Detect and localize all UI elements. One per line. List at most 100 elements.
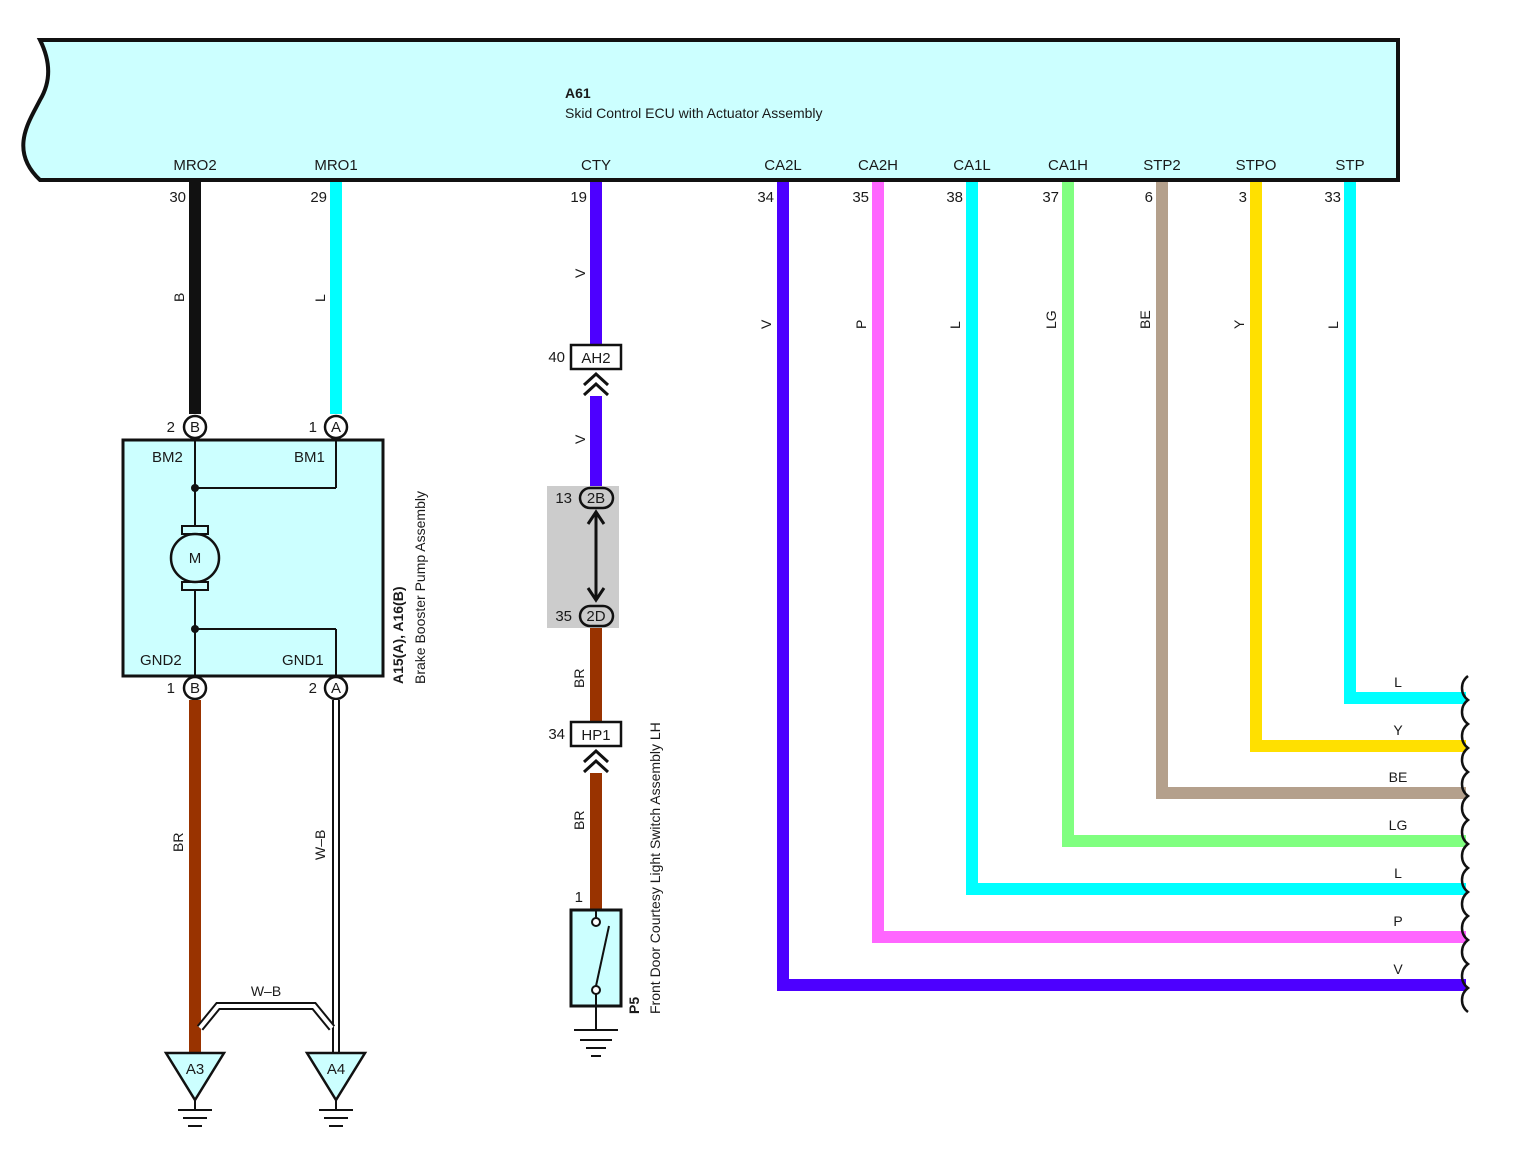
- bus-wire-label-ca1l: L: [947, 321, 963, 329]
- break-line-icon: [1460, 675, 1471, 1013]
- bus-end-label-6: V: [1393, 961, 1403, 977]
- ecu-pin-29: 29: [310, 189, 327, 206]
- ecu-signal-ca2l: CA2L: [764, 157, 802, 174]
- ground-a3-label: A3: [186, 1061, 204, 1078]
- connector-ah2-pin: 40: [548, 349, 565, 366]
- bus-end-label-4: L: [1394, 865, 1402, 881]
- motor-icon: [169, 532, 221, 584]
- ecu-pin-6: 6: [1145, 189, 1153, 206]
- ecu-signal-ca1h: CA1H: [1048, 157, 1088, 174]
- pump-code: A15(A), A16(B): [390, 587, 406, 685]
- wire-label-gnd2: BR: [170, 833, 186, 852]
- ecu-pin-30: 30: [169, 189, 186, 206]
- pump-pin-b-bottom-num: 1: [167, 680, 175, 697]
- ground-a3-icon: [163, 1051, 227, 1127]
- wire-label-mro1: L: [312, 294, 328, 302]
- wire-label-gnd1: W–B: [312, 830, 328, 860]
- pump-pin-a-top-letter: A: [331, 419, 341, 436]
- ecu-block: [21, 38, 1400, 182]
- switch-pin: 1: [575, 889, 583, 906]
- bus-end-label-0: L: [1394, 674, 1402, 690]
- ecu-signal-cty: CTY: [581, 157, 611, 174]
- bus-wire-label-stp2: BE: [1137, 310, 1153, 329]
- wire-label-cty-br1: BR: [571, 669, 587, 688]
- bus-wire-ca2h: [872, 182, 1466, 943]
- bus-end-label-1: Y: [1393, 722, 1403, 738]
- pump-pin-b-bottom-letter: B: [190, 680, 200, 697]
- ecu-signal-labels: MRO230BMRO129LCTY19VCA2L34CA2H35CA1L38CA…: [169, 157, 1364, 302]
- ecu-signal-mro2: MRO2: [173, 157, 216, 174]
- wire-label-cty-br2: BR: [571, 811, 587, 830]
- bus-wire-stp: [1344, 182, 1466, 704]
- pump-name: Brake Booster Pump Assembly: [412, 491, 428, 684]
- junction-2d-name: 2D: [586, 608, 605, 625]
- wire-label-jumper: W–B: [251, 983, 281, 999]
- pump-pin-a-bottom-num: 2: [309, 680, 317, 697]
- pump-pin-a-top-num: 1: [309, 419, 317, 436]
- ecu-pin-34: 34: [757, 189, 774, 206]
- bus-wire-label-stp: L: [1325, 321, 1341, 329]
- junction-2b-pin: 13: [555, 490, 572, 507]
- bus-wire-ca1l: [966, 182, 1466, 895]
- switch-icon: [591, 910, 610, 1006]
- pump-pin-a-bottom-letter: A: [331, 680, 341, 697]
- pump-pin-b-top-letter: B: [190, 419, 200, 436]
- connector-hp1-chevrons: [582, 748, 610, 774]
- ecu-pin-33: 33: [1324, 189, 1341, 206]
- pump-terminal-bm2: BM2: [152, 449, 183, 466]
- pump-terminal-gnd1: GND1: [282, 652, 324, 669]
- ecu-pin-19: 19: [570, 189, 587, 206]
- junction-2d-pin: 35: [555, 608, 572, 625]
- pump-terminal-gnd2: GND2: [140, 652, 182, 669]
- switch-name: Front Door Courtesy Light Switch Assembl…: [647, 722, 663, 1014]
- bus-end-label-5: P: [1393, 913, 1402, 929]
- ground-a4-label: A4: [327, 1061, 345, 1078]
- pump-node-bottom: [191, 625, 199, 633]
- bus-wire-ca1h: [1062, 182, 1466, 847]
- wire-label-cty-v2: V: [572, 434, 588, 444]
- ecu-signal-stp2: STP2: [1143, 157, 1181, 174]
- pump-pin-b-top-num: 2: [167, 419, 175, 436]
- ground-a4-icon: [304, 1051, 368, 1127]
- ecu-signal-ca2h: CA2H: [858, 157, 898, 174]
- junction-2b: [578, 486, 615, 510]
- bus-wire-stp2: [1156, 182, 1466, 799]
- connector-ah2-chevrons: [582, 371, 610, 397]
- junction-connector-box: [547, 486, 619, 628]
- pump-box: [121, 438, 385, 678]
- bus-wire-label-stpo: Y: [1231, 319, 1247, 329]
- bus-wire-label-ca2l: V: [758, 319, 774, 329]
- pump-pin-b-bottom: [182, 675, 208, 701]
- connector-hp1-pin: 34: [548, 726, 565, 743]
- wire-label-mro2: B: [171, 293, 187, 302]
- ecu-signal-stp: STP: [1335, 157, 1364, 174]
- wire-jumper-wb: [196, 1002, 336, 1031]
- ecu-signal-stpo: STPO: [1236, 157, 1277, 174]
- ecu-name: Skid Control ECU with Actuator Assembly: [565, 105, 823, 121]
- connector-ah2: [569, 343, 623, 371]
- ecu-code: A61: [565, 85, 591, 101]
- bus-wire-ca2l: [777, 182, 1466, 991]
- pump-pin-a-bottom: [323, 675, 349, 701]
- wire-label-cty: V: [572, 268, 588, 278]
- pump-node-top: [191, 484, 199, 492]
- ecu-pin-35: 35: [852, 189, 869, 206]
- bus-wire-stpo: [1250, 182, 1466, 752]
- ecu-signal-mro1: MRO1: [314, 157, 357, 174]
- motor-label: M: [189, 550, 202, 567]
- bus-wire-label-ca1h: LG: [1043, 310, 1059, 329]
- connector-ah2-name: AH2: [581, 350, 610, 367]
- ecu-pin-3: 3: [1239, 189, 1247, 206]
- pump-terminal-bm1: BM1: [294, 449, 325, 466]
- ecu-pin-37: 37: [1042, 189, 1059, 206]
- bus-end-label-3: LG: [1389, 817, 1408, 833]
- ecu-pin-38: 38: [946, 189, 963, 206]
- junction-2b-name: 2B: [587, 490, 605, 507]
- ground-switch-icon: [574, 1006, 618, 1057]
- junction-link: [586, 509, 606, 603]
- connector-hp1-name: HP1: [581, 727, 610, 744]
- junction-2d: [578, 604, 615, 628]
- bus-wire-label-ca2h: P: [853, 320, 869, 329]
- switch-code: P5: [626, 997, 642, 1014]
